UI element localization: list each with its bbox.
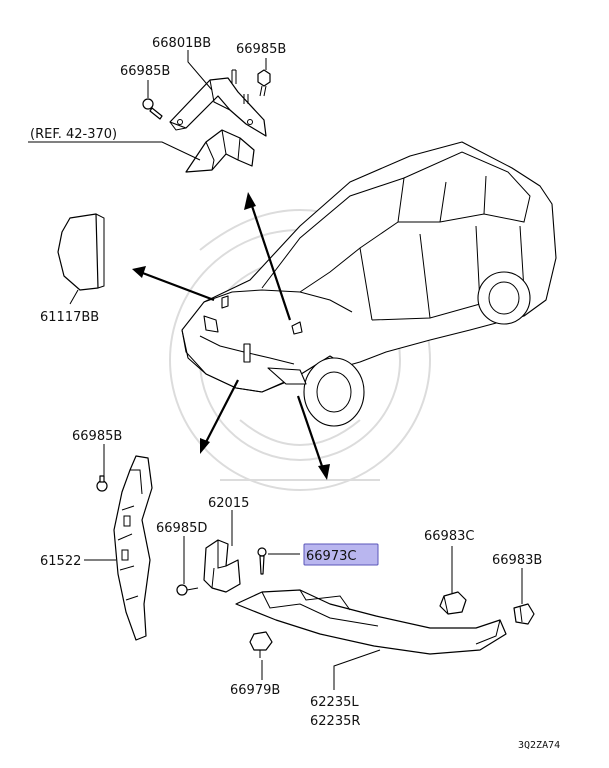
- label-66985b-left: 66985B: [72, 429, 122, 444]
- label-ref-42-370: (REF. 42-370): [30, 127, 117, 142]
- arrow-to-bumper-bracket: [200, 379, 239, 454]
- part-61522: [113, 455, 153, 641]
- arrow-to-molding: [296, 395, 330, 480]
- label-61522: 61522: [40, 554, 81, 569]
- label-62235l: 62235L: [310, 695, 359, 710]
- label-62235r: 62235R: [310, 714, 360, 729]
- bracket-66801bb: [169, 69, 267, 137]
- label-66979b: 66979B: [230, 683, 280, 698]
- highlight-66973c: [303, 543, 379, 566]
- part-62015: [203, 539, 241, 593]
- clip-66983c: [439, 591, 467, 615]
- label-66983c: 66983C: [424, 529, 474, 544]
- bolt-66985b-top-right: [257, 69, 271, 97]
- label-66983b: 66983B: [492, 553, 542, 568]
- bolt-66985d: [176, 584, 199, 596]
- label-61117bb: 61117BB: [40, 310, 99, 325]
- label-66985b-top-right: 66985B: [236, 42, 286, 57]
- leader-lines: [28, 50, 523, 690]
- part-62235: [235, 589, 507, 655]
- part-61117bb: [57, 213, 105, 291]
- clip-66979b: [249, 631, 273, 658]
- vehicle-outline: [181, 141, 557, 427]
- screw-66973c: [257, 547, 267, 575]
- clip-66983b: [513, 603, 535, 625]
- bolt-66985b-left: [96, 475, 108, 492]
- label-66801bb: 66801BB: [152, 36, 211, 51]
- arrow-to-emblem-61117bb: [132, 266, 215, 302]
- label-66985b-top-left: 66985B: [120, 64, 170, 79]
- bracket-ref-42-370: [185, 129, 255, 173]
- label-66985d: 66985D: [156, 521, 207, 536]
- arrow-to-top-bracket: [244, 192, 292, 321]
- label-62015: 62015: [208, 496, 249, 511]
- label-66973c: 66973C: [306, 549, 356, 564]
- diagram-code: 3Q2ZA74: [518, 740, 560, 751]
- bolt-66985b-top-left: [142, 98, 163, 120]
